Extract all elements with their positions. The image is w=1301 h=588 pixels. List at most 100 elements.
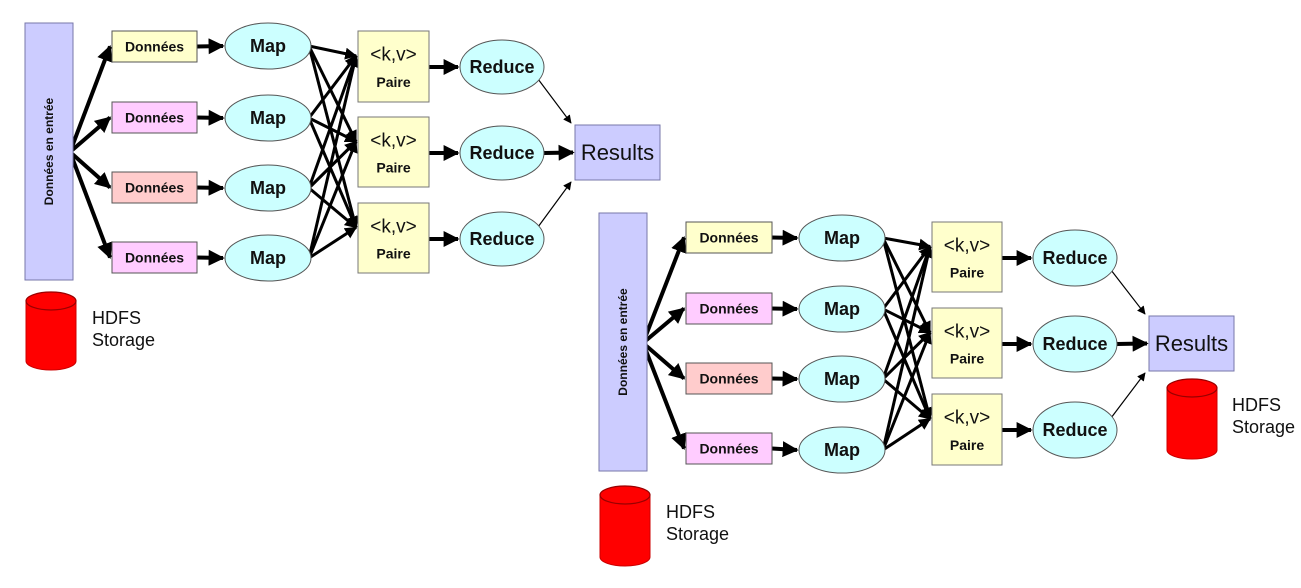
input-to-donnees-arrow bbox=[641, 236, 687, 344]
reduce-node bbox=[459, 39, 545, 95]
kv-pair-box bbox=[357, 202, 430, 274]
results-label: Results bbox=[1155, 331, 1228, 356]
reduce-to-results-arrow bbox=[537, 78, 572, 124]
map-to-pair-arrow bbox=[307, 117, 358, 229]
input-to-donnees-arrow bbox=[641, 341, 686, 381]
reduce-label: Reduce bbox=[1042, 248, 1107, 268]
database-cylinder-icon bbox=[599, 485, 651, 567]
map-to-pair-arrow bbox=[882, 377, 931, 420]
donnees-label: Données bbox=[125, 110, 184, 126]
donnees-box bbox=[685, 221, 773, 254]
map-label: Map bbox=[824, 228, 860, 248]
input-to-donnees-arrow bbox=[68, 45, 113, 153]
hdfs-label: HDFS bbox=[1232, 395, 1281, 415]
paire-label: Paire bbox=[950, 437, 984, 453]
database-cylinder-icon bbox=[1166, 378, 1218, 460]
reduce-label: Reduce bbox=[1042, 334, 1107, 354]
map-node bbox=[798, 355, 886, 403]
donnees-label: Données bbox=[125, 180, 184, 196]
map-to-pair-arrow bbox=[308, 44, 358, 60]
kv-pair-label: <k,v> bbox=[370, 130, 416, 151]
map-to-pair-arrow bbox=[308, 186, 357, 229]
paire-label: Paire bbox=[950, 264, 984, 280]
map-label: Map bbox=[250, 178, 286, 198]
reduce-node bbox=[1032, 229, 1118, 287]
reduce-node bbox=[459, 211, 545, 267]
kv-pair-box bbox=[931, 221, 1003, 293]
donnees-box bbox=[111, 30, 198, 63]
reduce-label: Reduce bbox=[1042, 420, 1107, 440]
donnees-box bbox=[685, 362, 773, 395]
input-to-donnees-arrow bbox=[68, 150, 112, 189]
map-to-pair-arrow bbox=[307, 140, 358, 259]
input-to-donnees-arrow bbox=[641, 306, 686, 345]
donnees-label: Données bbox=[125, 39, 184, 55]
reduce-to-results-arrow bbox=[1110, 269, 1146, 315]
kv-pair-box bbox=[931, 393, 1003, 466]
map-label: Map bbox=[824, 299, 860, 319]
reduce-label: Reduce bbox=[469, 229, 534, 249]
donnees-label: Données bbox=[125, 250, 184, 266]
results-label: Results bbox=[581, 140, 654, 165]
map-node bbox=[798, 285, 886, 333]
donnees-to-map-arrow bbox=[771, 441, 799, 458]
map-node bbox=[224, 22, 312, 70]
donnees-label: Données bbox=[699, 230, 758, 246]
map-to-pair-arrow bbox=[308, 116, 358, 143]
input-data-label: Données en entrée bbox=[616, 288, 630, 396]
map-to-pair-arrow bbox=[881, 237, 932, 334]
database-cylinder-icon bbox=[25, 291, 77, 371]
map-to-pair-arrow bbox=[307, 54, 360, 259]
donnees-label: Données bbox=[699, 301, 758, 317]
results-box bbox=[1148, 315, 1235, 372]
kv-pair-label: <k,v> bbox=[944, 321, 990, 342]
donnees-box bbox=[111, 101, 198, 134]
map-label: Map bbox=[250, 108, 286, 128]
paire-label: Paire bbox=[376, 74, 410, 90]
map-label: Map bbox=[250, 248, 286, 268]
map-to-pair-arrow bbox=[881, 245, 933, 380]
map-node bbox=[224, 164, 312, 212]
donnees-label: Données bbox=[699, 441, 758, 457]
map-to-pair-arrow bbox=[307, 45, 358, 143]
donnees-box bbox=[111, 241, 198, 274]
kv-pair-box bbox=[357, 116, 430, 188]
map-to-pair-arrow bbox=[881, 245, 934, 451]
map-to-pair-arrow bbox=[882, 236, 932, 251]
donnees-to-map-arrow bbox=[771, 229, 799, 246]
donnees-label: Données bbox=[699, 371, 758, 387]
map-label: Map bbox=[824, 440, 860, 460]
input-to-donnees-arrow bbox=[641, 342, 687, 450]
donnees-to-map-arrow bbox=[771, 300, 799, 317]
reduce-node bbox=[459, 125, 545, 181]
reduce-to-results-arrow bbox=[543, 144, 575, 161]
input-to-donnees-arrow bbox=[68, 151, 113, 259]
reduce-label: Reduce bbox=[469, 143, 534, 163]
paire-label: Paire bbox=[950, 350, 984, 366]
input-to-donnees-arrow bbox=[68, 115, 112, 154]
paire-label: Paire bbox=[376, 159, 410, 175]
map-to-pair-arrow bbox=[882, 417, 932, 452]
donnees-to-map-arrow bbox=[196, 38, 225, 55]
map-label: Map bbox=[250, 36, 286, 56]
map-node bbox=[224, 234, 312, 282]
map-to-pair-arrow bbox=[882, 307, 932, 334]
map-node bbox=[798, 214, 886, 262]
map-to-pair-arrow bbox=[881, 308, 932, 420]
reduce-node bbox=[1032, 315, 1118, 373]
storage-label: Storage bbox=[666, 524, 729, 544]
map-node bbox=[798, 426, 886, 474]
paire-label: Paire bbox=[376, 245, 410, 261]
hdfs-label: HDFS bbox=[92, 308, 141, 328]
donnees-to-map-arrow bbox=[196, 179, 225, 196]
map-to-pair-arrow bbox=[308, 226, 358, 260]
map-node bbox=[224, 94, 312, 142]
kv-pair-box bbox=[357, 30, 430, 103]
reduce-to-results-arrow bbox=[537, 181, 572, 228]
